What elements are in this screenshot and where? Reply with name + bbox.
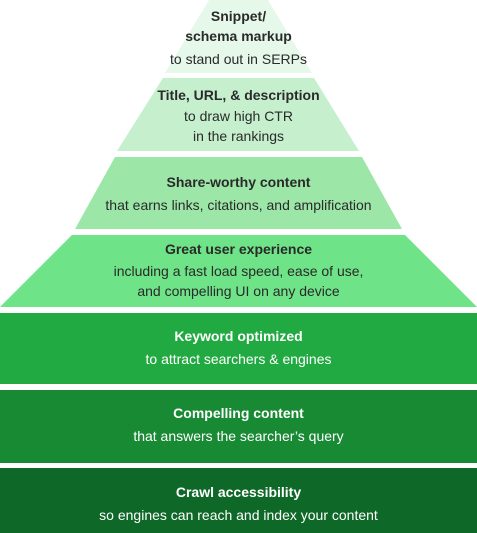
tier-2-subtitle: to draw high CTR	[184, 108, 293, 124]
tier-5-subtitle: to attract searchers & engines	[145, 351, 332, 367]
tier-1-subtitle: to stand out in SERPs	[170, 51, 307, 67]
tier-5-label: Keyword optimized to attract searchers &…	[0, 326, 477, 369]
tier-4-subtitle-line-2: and compelling UI on any device	[137, 283, 340, 299]
tier-4-subtitle: including a fast load speed, ease of use…	[113, 263, 364, 279]
tier-1-title-line-2: schema markup	[185, 28, 292, 44]
tier-3-label: Share-worthy content that earns links, c…	[0, 172, 477, 215]
tier-6-title: Compelling content	[173, 405, 304, 421]
tier-7-subtitle: so engines can reach and index your cont…	[99, 507, 378, 523]
tier-1-title: Snippet/	[210, 8, 267, 24]
tier-2-title: Title, URL, & description	[157, 87, 320, 103]
tier-4-title: Great user experience	[164, 241, 313, 257]
tier-1-label: Snippet/ schema markup to stand out in S…	[0, 6, 477, 69]
tier-7-title: Crawl accessibility	[175, 484, 302, 500]
tier-3-subtitle: that earns links, citations, and amplifi…	[105, 197, 372, 213]
tier-4-label: Great user experience including a fast l…	[0, 239, 477, 301]
tier-4-shape	[0, 235, 477, 307]
tier-1-shape	[165, 0, 312, 73]
tier-3-title: Share-worthy content	[166, 174, 311, 190]
tier-7-label: Crawl accessibility so engines can reach…	[0, 482, 477, 525]
tier-2-subtitle-line-2: in the rankings	[192, 128, 285, 144]
tier-2-label: Title, URL, & description to draw high C…	[0, 85, 477, 146]
tier-6-label: Compelling content that answers the sear…	[0, 403, 477, 446]
tier-5-shape	[0, 313, 477, 384]
tier-5-title: Keyword optimized	[174, 328, 303, 344]
tier-6-shape	[0, 390, 477, 463]
tier-6-subtitle: that answers the searcher’s query	[133, 428, 344, 444]
tier-7-shape	[0, 468, 477, 533]
tier-2-shape	[117, 78, 359, 151]
tier-3-shape	[75, 157, 402, 229]
